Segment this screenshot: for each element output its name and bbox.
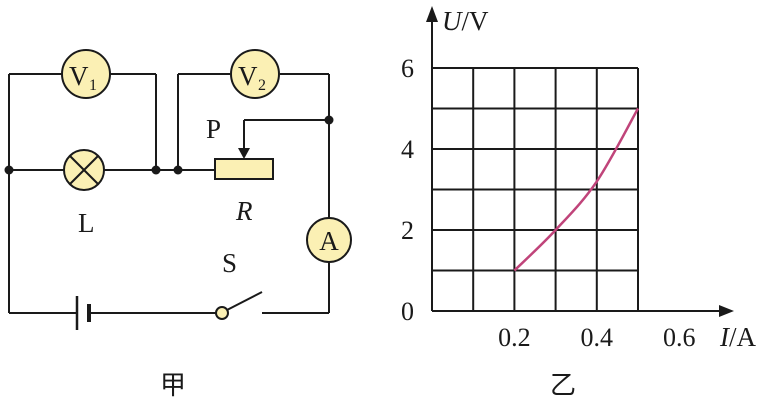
- voltmeter-v2-subscript: 2: [258, 77, 266, 94]
- x-axis-label: I/A: [719, 322, 757, 352]
- junction-dot: [4, 165, 14, 175]
- circuit-caption: 甲: [160, 371, 186, 400]
- y-axis-arrow-icon: [426, 6, 438, 22]
- graph: 0.2 0.4 0.6 0 2 4 6 U/V I/A 乙: [401, 6, 757, 400]
- x-tick-label: 0.2: [498, 323, 531, 352]
- tick-labels: 0.2 0.4 0.6 0 2 4 6: [401, 54, 695, 352]
- u-i-curve: [513, 107, 640, 272]
- rheostat: [214, 158, 274, 180]
- lamp: [63, 149, 105, 191]
- x-axis-unit: /A: [729, 322, 757, 352]
- graph-caption: 乙: [550, 371, 576, 400]
- voltmeter-v1: V 1: [61, 49, 111, 99]
- voltmeter-v1-subscript: 1: [89, 77, 97, 94]
- ammeter-letter: A: [319, 226, 339, 256]
- ammeter: A: [306, 217, 352, 263]
- junction-dot: [324, 115, 334, 125]
- slider-arrow-icon: [238, 148, 250, 159]
- voltmeter-v2: V 2: [230, 49, 280, 99]
- y-tick-label: 2: [401, 216, 414, 245]
- slider-label: P: [206, 114, 221, 144]
- x-axis-arrow-icon: [719, 305, 734, 317]
- switch-pivot: [215, 306, 229, 320]
- x-axis-letter: I: [719, 322, 731, 352]
- switch-blade: [226, 291, 263, 311]
- junction-dot: [151, 165, 161, 175]
- voltmeter-v1-letter: V: [69, 61, 89, 91]
- switch-label: S: [222, 248, 237, 278]
- y-axis-label: U/V: [442, 6, 489, 36]
- y-tick-label: 0: [401, 297, 414, 326]
- y-tick-label: 4: [401, 135, 414, 164]
- rheostat-label: R: [235, 196, 253, 226]
- y-axis-letter: U: [442, 6, 463, 36]
- x-tick-label: 0.6: [663, 323, 696, 352]
- y-tick-label: 6: [401, 54, 414, 83]
- lamp-label: L: [78, 208, 95, 238]
- junction-dot: [173, 165, 183, 175]
- voltmeter-v2-letter: V: [238, 61, 258, 91]
- axes: [426, 6, 734, 317]
- circuit-diagram: V 1 V 2 A L P R S 甲: [4, 49, 352, 400]
- x-tick-label: 0.4: [581, 323, 614, 352]
- grid: [432, 67, 639, 311]
- y-axis-unit: /V: [462, 6, 490, 36]
